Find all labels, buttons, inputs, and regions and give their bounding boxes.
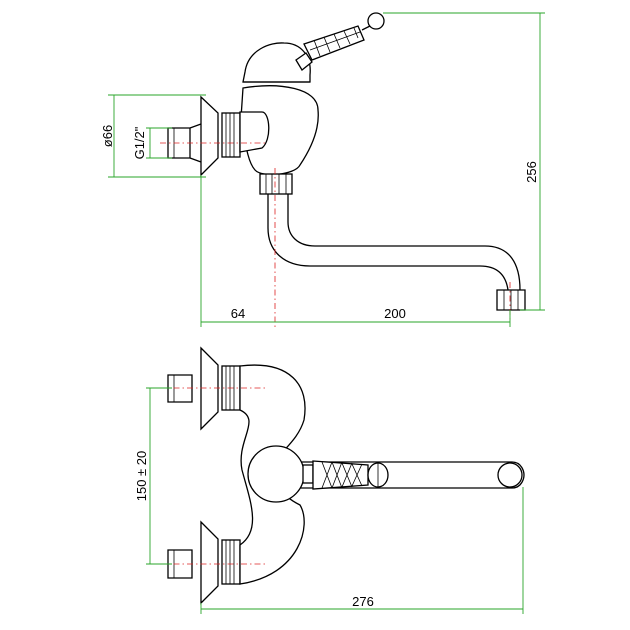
side-spout: [267, 194, 521, 291]
top-upper-flange: [200, 346, 219, 431]
side-dome-cap: [242, 42, 311, 83]
dim-diameter-label: ø66: [100, 125, 115, 147]
top-upper-inlet: [167, 374, 193, 403]
side-view: 256 ø66 G1/2" 64 200: [100, 12, 545, 330]
top-aerator: [497, 462, 523, 488]
side-faucet-body: [240, 85, 319, 176]
side-handle-ball: [367, 12, 385, 30]
top-lower-nut: [221, 539, 241, 585]
side-inlet-pipe: [167, 123, 202, 163]
top-lower-flange: [200, 520, 219, 605]
side-spout-nut: [259, 173, 293, 195]
dim-width-label: 276: [352, 594, 374, 609]
dim-center-label: 150 ± 20: [134, 451, 149, 502]
top-view: 150 ± 20 276: [134, 346, 525, 614]
side-connecting-nut: [221, 112, 241, 158]
side-crystal-handle: [303, 25, 365, 61]
dim-spout-label: 200: [384, 306, 406, 321]
dim-height-label: 256: [524, 161, 539, 183]
dim-thread-label: G1/2": [132, 126, 147, 159]
dim-offset-label: 64: [231, 306, 245, 321]
top-cartridge-dome: [247, 445, 305, 503]
side-handle-stem: [295, 52, 313, 71]
side-wall-flange: [200, 95, 219, 177]
top-handle-stem: [302, 464, 314, 484]
